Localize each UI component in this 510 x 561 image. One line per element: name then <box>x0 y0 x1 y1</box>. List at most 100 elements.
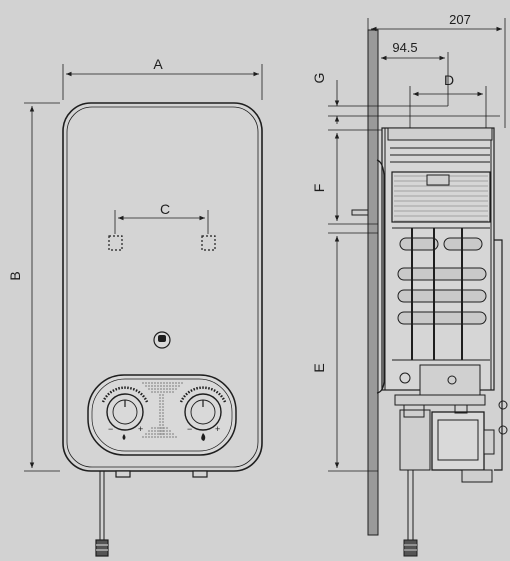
back-frame <box>381 127 495 391</box>
grille-dot <box>145 433 147 435</box>
grille-dot <box>151 385 153 387</box>
grille-dot <box>163 433 165 435</box>
side-dimensions <box>328 18 506 472</box>
left-knob <box>101 386 149 431</box>
grille-dot <box>154 427 156 429</box>
right-knob-plus: + <box>215 424 220 434</box>
right-knob-minus: − <box>187 424 192 434</box>
grille-dot <box>178 382 180 384</box>
grille-dot <box>163 388 165 390</box>
front-dimensions <box>24 64 263 472</box>
dim-label-b: B <box>7 271 23 280</box>
grille-dot <box>162 424 164 426</box>
grille-dot <box>162 397 164 399</box>
grille-dot <box>163 427 165 429</box>
grille-dot <box>157 391 159 393</box>
grille-dot <box>157 433 159 435</box>
front-cover-edge <box>376 159 385 394</box>
grille-dot <box>159 397 161 399</box>
grille-dot <box>175 385 177 387</box>
grille-dot <box>157 385 159 387</box>
grille-dot <box>166 427 168 429</box>
grille-dot <box>154 436 156 438</box>
grille-dot <box>159 394 161 396</box>
grille-dot <box>159 418 161 420</box>
front-view <box>62 102 263 557</box>
grille-dot <box>163 385 165 387</box>
grille-dot <box>162 421 164 423</box>
grille-dot <box>175 388 177 390</box>
side-supply-hose <box>403 470 418 557</box>
grille-dot <box>159 421 161 423</box>
indicator-lamp-icon <box>153 331 171 349</box>
grille-dot <box>148 388 150 390</box>
grille-dot <box>151 382 153 384</box>
grille-dot <box>160 436 162 438</box>
heater-casing-inner-outline <box>66 106 259 468</box>
grille-dot <box>181 382 183 384</box>
grille-dot <box>162 394 164 396</box>
grille-dot <box>175 382 177 384</box>
grille-dot <box>157 436 159 438</box>
grille-dot <box>160 382 162 384</box>
grille-dot <box>148 436 150 438</box>
left-knob-plus: + <box>138 424 143 434</box>
dim-label-e: E <box>311 363 327 372</box>
grille-dot <box>172 433 174 435</box>
grille-dot <box>162 403 164 405</box>
grille-dot <box>160 427 162 429</box>
grille-dot <box>172 436 174 438</box>
grille-dot <box>154 388 156 390</box>
right-knob <box>179 386 227 431</box>
grille-dot <box>169 385 171 387</box>
grille-dot <box>148 430 150 432</box>
mount-hole-left <box>108 235 123 251</box>
grille-dot <box>166 382 168 384</box>
flue-hood <box>387 127 493 141</box>
grille-dot <box>154 430 156 432</box>
grille-dot <box>166 391 168 393</box>
grille-dot <box>178 385 180 387</box>
dim-label-g: G <box>311 73 327 84</box>
grille-dot <box>172 391 174 393</box>
grille-dot <box>154 385 156 387</box>
grille-dot <box>157 388 159 390</box>
mount-hole-right <box>201 235 216 251</box>
side-bracket <box>494 239 503 471</box>
grille-dot <box>163 430 165 432</box>
side-view <box>351 29 508 557</box>
dim-label-a: A <box>153 56 163 72</box>
bottom-stub-left <box>115 470 131 478</box>
grille-dot <box>159 403 161 405</box>
grille-dot <box>166 430 168 432</box>
grille-dot <box>160 385 162 387</box>
grille-dot <box>151 436 153 438</box>
grille-dot <box>163 436 165 438</box>
grille-dot <box>151 388 153 390</box>
grille-dot <box>172 385 174 387</box>
grille-dot <box>159 409 161 411</box>
grille-dot <box>169 391 171 393</box>
heat-exchanger <box>394 175 488 222</box>
supply-hose <box>95 471 109 557</box>
grille-dot <box>145 382 147 384</box>
grille-dot <box>172 388 174 390</box>
grille-dot <box>159 406 161 408</box>
grille-dot <box>175 436 177 438</box>
grille-dot <box>151 430 153 432</box>
grille-dot <box>166 436 168 438</box>
grille-dot <box>162 400 164 402</box>
grille-dot <box>160 388 162 390</box>
grille-dot <box>162 406 164 408</box>
grille-dot <box>154 433 156 435</box>
grille-dot <box>169 430 171 432</box>
grille-dot <box>163 382 165 384</box>
grille-dot <box>148 382 150 384</box>
grille-dot <box>169 433 171 435</box>
grille-dot <box>169 382 171 384</box>
grille-dot <box>160 430 162 432</box>
grille-dot <box>162 409 164 411</box>
grille-dot <box>142 436 144 438</box>
